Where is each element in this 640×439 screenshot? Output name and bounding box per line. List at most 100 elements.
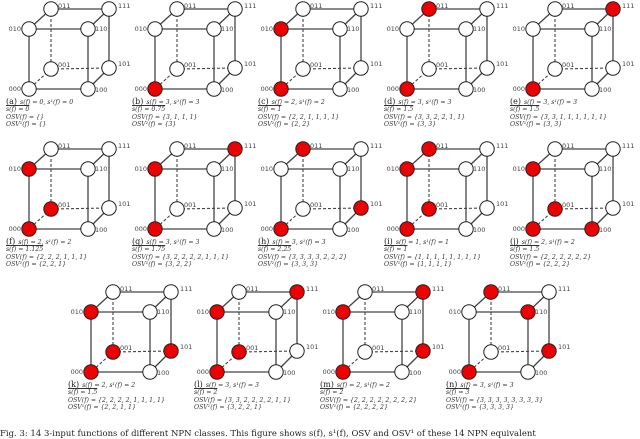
node-label-110: 110	[221, 165, 233, 173]
osv1-value: OSV¹(f) = {2, 2, 2}	[510, 261, 571, 269]
osv1-value: OSV¹(f) = {3, 2, 2}	[132, 261, 193, 269]
node-001	[43, 201, 59, 217]
node-000	[399, 221, 415, 237]
node-label-111: 111	[496, 142, 508, 150]
sensitivity-value: s(f) = 3, s¹(f) = 3	[146, 239, 200, 246]
osv-value: OSV(f) = {2, 2, 2, 2, 1, 1, 1, 1}	[68, 396, 165, 404]
node-011	[421, 141, 437, 157]
osv1-value: OSV¹(f) = {3, 3}	[384, 121, 437, 129]
node-101	[415, 343, 431, 359]
sensitivity-value: s(f) = 3, s¹(f) = 3	[146, 99, 200, 106]
node-010	[21, 161, 37, 177]
node-label-100: 100	[535, 369, 547, 377]
node-label-100: 100	[347, 226, 359, 234]
sensitivity-line: (c)s(f) = 2, s¹(f) = 2	[258, 98, 339, 107]
node-010	[399, 161, 415, 177]
node-label-111: 111	[432, 285, 444, 293]
sensitivity-line: (i)s(f) = 1, s¹(f) = 1	[384, 238, 481, 247]
node-label-000: 000	[71, 368, 83, 376]
node-011	[43, 141, 59, 157]
node-011	[295, 1, 311, 17]
node-label-110: 110	[599, 25, 611, 33]
osv-value: OSV(f) = {3, 3, 2, 2, 2, 2, 1, 1}	[194, 396, 291, 404]
sensitivity-value: s(f) = 2, s¹(f) = 2	[336, 382, 390, 389]
node-011	[421, 1, 437, 17]
node-000	[525, 81, 541, 97]
node-010	[525, 21, 541, 37]
sensitivity-line: (g)s(f) = 3, s¹(f) = 3	[132, 238, 229, 247]
node-label-000: 000	[323, 368, 335, 376]
node-010	[147, 21, 163, 37]
node-000	[335, 364, 351, 380]
node-110	[584, 161, 600, 177]
osv-value: OSV(f) = {}	[6, 113, 44, 121]
osv1-value: OSV¹(f) = {3}	[132, 121, 177, 129]
node-000	[21, 81, 37, 97]
node-label-000: 000	[135, 225, 147, 233]
node-label-101: 101	[558, 343, 570, 351]
node-label-000: 000	[135, 85, 147, 93]
sensitivity-line: (k)s(f) = 2, s¹(f) = 2	[68, 380, 165, 390]
node-011	[169, 141, 185, 157]
node-label-010: 010	[261, 165, 273, 173]
panel-caption: (c)s(f) = 2, s¹(f) = 2 s(f) = 1 OSV(f) =…	[258, 98, 339, 129]
node-110	[206, 21, 222, 37]
node-label-000: 000	[449, 368, 461, 376]
node-label-101: 101	[370, 60, 382, 68]
node-label-001: 001	[58, 61, 70, 69]
panel-caption: (b)s(f) = 3, s¹(f) = 3 s(f) = 0.75 OSV(f…	[132, 98, 200, 129]
node-001	[295, 201, 311, 217]
node-110	[268, 304, 284, 320]
node-011	[105, 284, 121, 300]
node-111	[353, 141, 369, 157]
panel-label: (a)	[6, 97, 18, 106]
sensitivity-line: (h)s(f) = 3, s¹(f) = 3	[258, 238, 347, 247]
node-010	[461, 304, 477, 320]
osv-value: OSV(f) = {2, 2, 1, 1, 1, 1}	[258, 113, 340, 121]
node-label-100: 100	[473, 86, 485, 94]
node-001	[547, 61, 563, 77]
sensitivity-line: (m)s(f) = 2, s¹(f) = 2	[320, 381, 417, 390]
node-000	[399, 81, 415, 97]
panel-caption: (j)s(f) = 2, s¹(f) = 2 s(f) = 1.5 OSV(f)…	[510, 238, 591, 269]
node-label-111: 111	[558, 285, 570, 293]
average-sensitivity: s(f) = 2	[320, 389, 344, 397]
node-label-010: 010	[449, 308, 461, 316]
node-label-011: 011	[184, 2, 196, 10]
node-label-111: 111	[370, 142, 382, 150]
node-100	[458, 81, 474, 97]
node-100	[584, 221, 600, 237]
panel-label: (b)	[132, 97, 144, 106]
node-100	[332, 221, 348, 237]
node-label-111: 111	[180, 285, 192, 293]
node-100	[332, 81, 348, 97]
node-001	[169, 61, 185, 77]
sensitivity-value: s(f) = 2, s¹(f) = 2	[82, 382, 136, 389]
node-label-100: 100	[221, 226, 233, 234]
node-001	[421, 201, 437, 217]
node-101	[163, 343, 179, 359]
average-sensitivity: s(f) = 2.25	[258, 246, 292, 254]
node-label-001: 001	[562, 201, 574, 209]
osv-value: OSV(f) = {3, 3, 3, 3, 3, 3, 3, 3}	[446, 396, 543, 404]
average-sensitivity: s(f) = 0	[6, 106, 30, 114]
node-111	[479, 141, 495, 157]
node-label-101: 101	[370, 200, 382, 208]
node-label-100: 100	[599, 86, 611, 94]
node-101	[479, 60, 495, 76]
node-011	[357, 284, 373, 300]
node-111	[163, 284, 179, 300]
node-label-101: 101	[118, 60, 130, 68]
panel-label: (k)	[68, 380, 80, 389]
panel-caption: (i)s(f) = 1, s¹(f) = 1 s(f) = 1 OSV(f) =…	[384, 238, 481, 269]
node-100	[206, 81, 222, 97]
node-010	[335, 304, 351, 320]
node-110	[394, 304, 410, 320]
